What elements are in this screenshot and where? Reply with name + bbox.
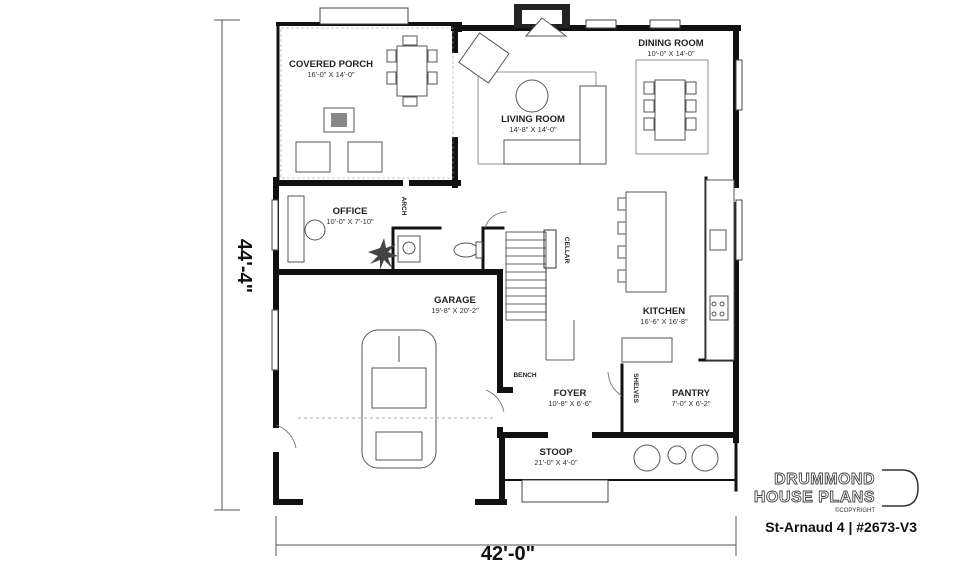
kitchen-island [625,191,667,293]
pantry-size: 7'-0" X 6'-2" [671,399,710,408]
foyer-name: FOYER [554,388,587,399]
kitchen-size: 16'-6" X 16'-8" [640,317,688,326]
covered-porch-size: 16'-0" X 14'-0" [307,70,355,79]
stoop-name: STOOP [539,447,573,458]
width-dimension-line [275,516,737,556]
depth-dimension-label: 44'-4" [233,239,255,293]
kitchen-fixtures [617,179,735,363]
stoop-size: 21'-0" X 4'-0" [534,458,578,467]
office-name: OFFICE [333,206,368,217]
stoop-furniture [633,444,719,472]
kitchen-bench [621,337,673,363]
garage-name: GARAGE [434,295,476,306]
bench-label: BENCH [513,372,536,379]
shelves-label: SHELVES [632,373,639,404]
dining-furniture [635,59,709,155]
brand-line1: DRUMMOND [774,471,875,488]
foyer-size: 10'-8" X 6'-6" [548,399,592,408]
fireplace [514,4,570,37]
brand-d-icon [882,469,919,507]
kitchen-counter [705,179,735,361]
car [298,329,496,469]
living-room-size: 14'-8" X 14'-0" [509,125,557,134]
garage-size: 19'-8" X 20'-2" [431,306,479,315]
dining-room-size: 10'-0" X 14'-0" [647,49,695,58]
width-dimension-label: 42'-0" [481,543,535,565]
arch-label: ARCH [400,197,407,216]
covered-porch-area [280,27,454,179]
cellar-label: CELLAR [563,237,570,264]
porch-chairs [295,35,438,173]
living-room-furniture [458,32,607,165]
pantry-name: PANTRY [672,388,711,399]
dining-room-name: DINING ROOM [638,38,704,49]
covered-porch-name: COVERED PORCH [289,59,373,70]
powder-room [397,235,483,263]
door-swings [275,211,623,449]
office-size: 10'-0" X 7'-10" [326,217,374,226]
living-room-name: LIVING ROOM [501,114,565,125]
windows [271,7,743,503]
brand-logo: DRUMMOND HOUSE PLANS ©COPYRIGHT St-Arnau… [753,469,919,535]
kitchen-name: KITCHEN [643,306,685,317]
depth-dimension-line [214,19,240,511]
porch-table [396,45,428,97]
office-furniture [287,195,398,270]
plan-title: St-Arnaud 4 | #2673-V3 [765,519,917,535]
brand-copyright: ©COPYRIGHT [835,507,875,514]
brand-line2: HOUSE PLANS [754,489,875,506]
stairs [505,229,575,361]
